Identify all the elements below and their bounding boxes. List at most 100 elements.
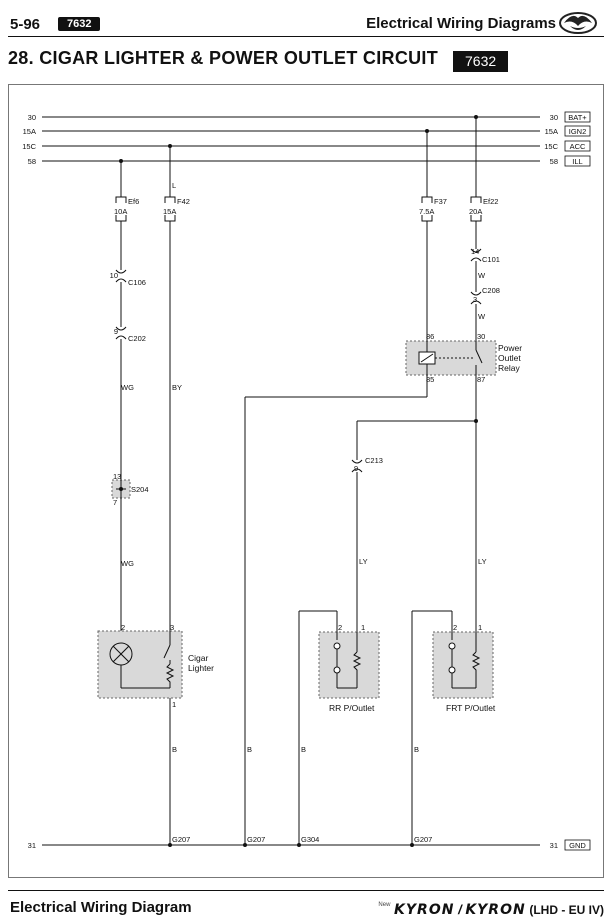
ground-tag: GND: [569, 841, 586, 850]
diagram-frame: [8, 84, 604, 878]
rr-power-outlet: 2 1 RR P/Outlet B: [298, 610, 380, 845]
footer-tag: (LHD - EU IV): [529, 903, 604, 917]
branch-f42: L F42 15A BY B: [163, 146, 190, 845]
frt-pin-2: 2: [453, 623, 457, 632]
rr-pin-1: 1: [361, 623, 365, 632]
wire-w-upper: W: [478, 271, 486, 280]
rail-label-15a: 15A: [23, 127, 36, 136]
fuse-ef6-name: Ef6: [128, 197, 139, 206]
wire-wg-lower: WG: [121, 559, 134, 568]
splice-s204-bottom: 7: [113, 498, 117, 507]
footer-brand-2: KYRON: [465, 902, 526, 918]
ground-point-3: G304: [301, 835, 319, 844]
cigar-pin-3: 3: [170, 623, 174, 632]
relay-pin-87: 87: [477, 375, 485, 384]
ssangyong-logo-icon: [559, 12, 597, 34]
header-title: Electrical Wiring Diagrams: [366, 15, 556, 32]
power-outlet-relay: 86 85 30 87 Power Outlet Relay: [405, 332, 522, 384]
conn-c202-name: C202: [128, 334, 146, 343]
relay-pin-86: 86: [426, 332, 434, 341]
header-code-badge: 7632: [58, 17, 101, 31]
wire-ly-rr: LY: [359, 557, 368, 566]
fuse-f37-name: F37: [434, 197, 447, 206]
ground-bus: 31 31 GND G207 G207 G304 G207: [28, 835, 591, 851]
fuse-f42-name: F42: [177, 197, 190, 206]
rr-pin-2: 2: [338, 623, 342, 632]
cigar-label-line1: Cigar: [188, 653, 208, 663]
header-rule: [8, 36, 604, 37]
ground-point-4: G207: [414, 835, 432, 844]
fuse-f37-rating: 7.5A: [419, 207, 434, 216]
splice-s204-name: S204: [131, 485, 149, 494]
footer-new-mark: New: [378, 902, 391, 908]
cigar-pin-1: 1: [172, 700, 176, 709]
conn-c106-pin: 10: [110, 271, 118, 280]
conn-c208-name: C208: [482, 286, 500, 295]
cigar-label-line2: Lighter: [188, 663, 214, 673]
rr-label: RR P/Outlet: [329, 703, 375, 713]
fuse-ef22-rating: 20A: [469, 207, 482, 216]
conn-c101-pin: 14: [471, 247, 479, 256]
page-header: 5-96 7632 Electrical Wiring Diagrams: [0, 0, 612, 40]
conn-c208-pin: 3: [473, 295, 477, 304]
frt-pin-1: 1: [478, 623, 482, 632]
wire-b-1: B: [172, 745, 177, 754]
rail-tag-ill: ILL: [572, 157, 582, 166]
conn-c213-name: C213: [365, 456, 383, 465]
wire-b-4: B: [414, 745, 419, 754]
relay-pin-85: 85: [426, 375, 434, 384]
relay-pin-30: 30: [477, 332, 485, 341]
branch-f37: F37 7.5A: [419, 131, 447, 341]
wire-l: L: [172, 181, 176, 190]
rail-label-15c: 15C: [22, 142, 36, 151]
rail-right-label-15a: 15A: [545, 127, 558, 136]
wire-b-2: B: [247, 745, 252, 754]
footer-brand: New KYRON / KYRON (LHD - EU IV): [378, 902, 604, 918]
rail-label-30: 30: [28, 113, 36, 122]
wire-w-lower: W: [478, 312, 486, 321]
rail-tag-acc: ACC: [570, 142, 586, 151]
ground-left-label: 31: [28, 841, 36, 850]
fuse-f42-rating: 15A: [163, 207, 176, 216]
wire-ly-frt: LY: [478, 557, 487, 566]
footer-rule: [8, 890, 604, 891]
wire-wg-upper: WG: [121, 383, 134, 392]
branch-ef22: Ef22 20A 14 C101 W 3 C208 W: [469, 117, 500, 341]
ground-point-1: G207: [172, 835, 190, 844]
section-title: 28. CIGAR LIGHTER & POWER OUTLET CIRCUIT: [8, 48, 439, 68]
fuse-ef6-rating: 10A: [114, 207, 127, 216]
rail-right-label-58: 58: [550, 157, 558, 166]
wire-by: BY: [172, 383, 182, 392]
ground-right-label: 31: [550, 841, 558, 850]
wire-b-3: B: [301, 745, 306, 754]
rail-label-58: 58: [28, 157, 36, 166]
cigar-lighter: 2 3 1 Cigar Lighter: [97, 623, 214, 709]
relay-ground-wire: B: [244, 375, 428, 845]
power-rails: 30 15A 15C 58 30 15A 15C 58 BAT+ IGN2 AC…: [22, 111, 591, 167]
frt-label: FRT P/Outlet: [446, 703, 496, 713]
conn-c202-pin: 9: [114, 327, 118, 336]
frt-power-outlet: 2 1 FRT P/Outlet B: [411, 610, 496, 845]
footer-brand-1: KYRON: [394, 902, 455, 918]
page-number: 5-96: [10, 16, 41, 33]
relay-output-wire: 9 C213 LY LY: [351, 375, 487, 632]
rail-right-label-30: 30: [550, 113, 558, 122]
conn-c106-name: C106: [128, 278, 146, 287]
cigar-pin-2: 2: [121, 623, 125, 632]
splice-s204-top: 13: [113, 472, 121, 481]
branch-ef6: Ef6 10A 10 C106 9 C202 WG 13 7 S204 WG: [110, 161, 149, 640]
rail-tag-bat: BAT+: [568, 113, 587, 122]
rail-tag-ign2: IGN2: [569, 127, 587, 136]
footer-separator: /: [458, 902, 462, 917]
conn-c213-pin: 9: [354, 464, 358, 473]
conn-c101-name: C101: [482, 255, 500, 264]
footer-title: Electrical Wiring Diagram: [10, 899, 192, 916]
rail-right-label-15c: 15C: [544, 142, 558, 151]
section-code-badge: 7632: [453, 51, 509, 72]
relay-label-line2: Outlet: [498, 353, 521, 363]
relay-label-line3: Relay: [498, 363, 520, 373]
ground-point-2: G207: [247, 835, 265, 844]
relay-label-line1: Power: [498, 343, 522, 353]
fuse-ef22-name: Ef22: [483, 197, 498, 206]
